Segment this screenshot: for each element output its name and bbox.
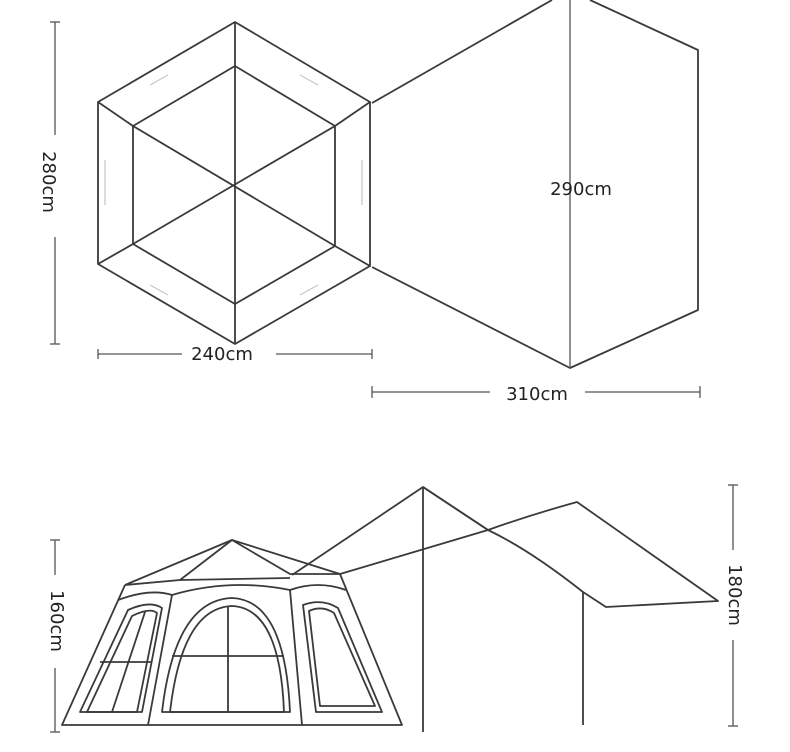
awning-width-dimension: 310cm	[371, 384, 701, 405]
awning-plan	[371, 0, 699, 369]
awning-elevation-height-label: 180cm	[724, 564, 745, 626]
plan-view: 280cm 240cm 290cm 310cm	[38, 0, 701, 405]
awning-height-dimension: 180cm	[724, 484, 745, 727]
awning-width-label: 310cm	[506, 384, 568, 405]
awning-elevation	[291, 486, 719, 732]
tent-height-dimension: 160cm	[46, 539, 67, 733]
tent-plan	[97, 21, 371, 345]
tent-elevation-height-label: 160cm	[46, 590, 67, 652]
tent-plan-height-label: 280cm	[38, 151, 59, 213]
awning-depth-label: 290cm	[550, 179, 612, 200]
plan-height-dimension: 280cm	[38, 21, 60, 345]
plan-width-dimension: 240cm	[97, 344, 373, 365]
elevation-view: 160cm	[46, 484, 745, 733]
tent-elevation	[61, 539, 403, 726]
tent-plan-width-label: 240cm	[191, 344, 253, 365]
